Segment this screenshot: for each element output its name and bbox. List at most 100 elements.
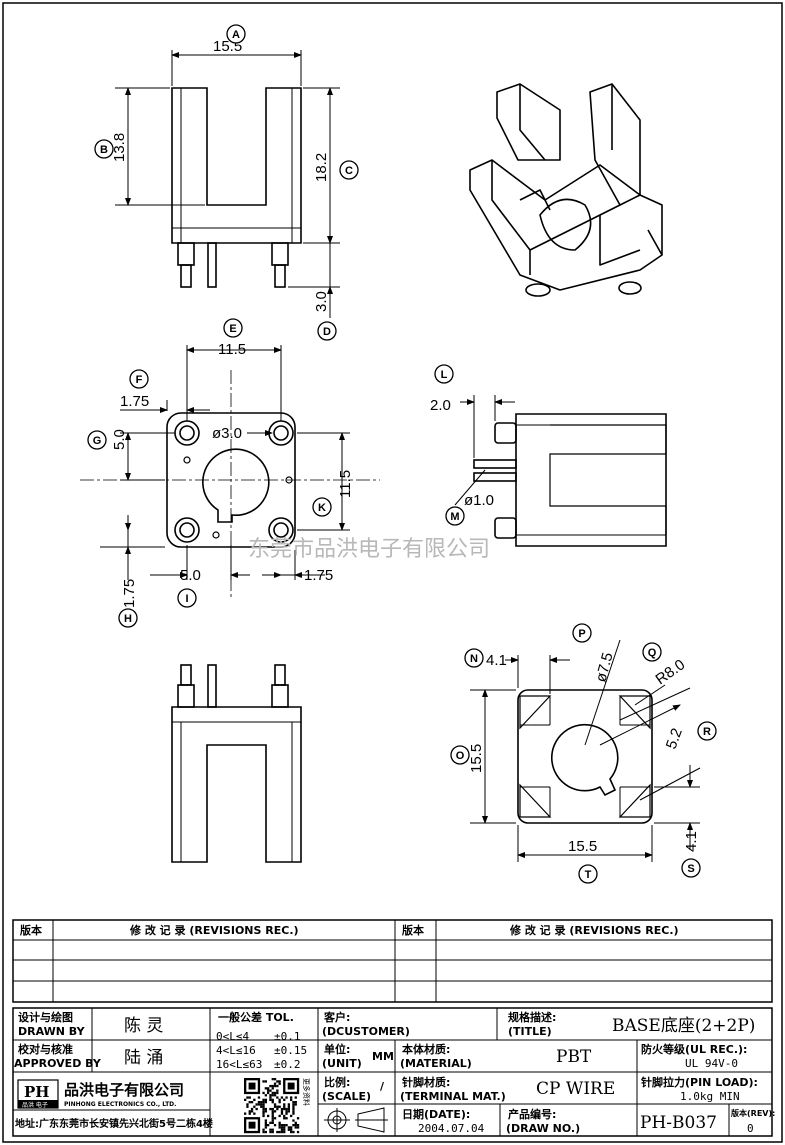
dim-f: 1.75 [120, 393, 149, 410]
view-label-circle-r [697, 721, 717, 741]
rev-col-version-2: 版本 [402, 923, 424, 937]
customer-cn: 客户: [323, 1010, 350, 1024]
dim-o: 15.5 [468, 744, 485, 773]
view-label-t: T [585, 869, 592, 881]
view-label-s: S [687, 863, 694, 875]
view-label-circle-c [339, 160, 359, 180]
dim-i: 5.0 [180, 567, 201, 584]
rev-value: 0 [747, 1122, 754, 1135]
view-label-circle-p [572, 623, 592, 643]
view-label-circle-i [177, 588, 197, 608]
bottom-view-dims [470, 639, 701, 862]
view-label-g: G [93, 435, 102, 447]
dim-e: 11.5 [218, 341, 246, 358]
view-label-q: Q [648, 647, 657, 659]
dim-l: 2.0 [430, 397, 451, 414]
ul-value: UL 94V-0 [685, 1057, 738, 1070]
view-label-b: B [100, 144, 108, 156]
top-view-dims [100, 345, 350, 580]
view-label-f: F [136, 374, 143, 386]
approved-cn: 校对与核准 [18, 1042, 73, 1056]
view-label-circle-m [445, 506, 465, 526]
view-label-k: K [318, 502, 326, 514]
view-label-circle-l [434, 364, 454, 384]
dim-k: 11.5 [337, 470, 354, 498]
isometric-view [469, 83, 663, 297]
qr-caption: 更多资料 [302, 1078, 311, 1106]
approved-en: APPROVED BY [14, 1057, 102, 1070]
side-view-dims [454, 395, 515, 506]
view-label-circle-a [226, 24, 246, 44]
date-cn: 日期(DATE): [402, 1107, 470, 1121]
rev-col-version-1: 版本 [20, 923, 42, 937]
rev-col-record-2: 修 改 记 录 (REVISIONS REC.) [509, 923, 679, 937]
scale-en: (SCALE) [322, 1090, 371, 1103]
view-label-o: O [456, 750, 465, 762]
pinload-value: 1.0kg MIN [680, 1090, 740, 1103]
dim-d: 3.0 [313, 291, 330, 312]
title-en: (TITLE) [508, 1025, 552, 1038]
tol-row-1-value: ±0.1 [274, 1030, 301, 1043]
drawno-en: (DRAW NO.) [506, 1122, 580, 1135]
drawn-by-en: DRAWN BY [18, 1025, 86, 1038]
tol-row-2-range: 4<L≤16 [216, 1044, 256, 1057]
view-label-m: M [450, 511, 459, 523]
view-label-i: I [185, 593, 188, 605]
view-label-circle-t [578, 864, 598, 884]
view-label-e: E [229, 323, 236, 335]
tol-row-1-range: 0<L≤4 [216, 1030, 249, 1043]
view-label-c: C [345, 165, 353, 177]
front-view-dims [115, 50, 340, 318]
scale-cn: 比例: [324, 1075, 350, 1089]
view-label-a: A [232, 29, 240, 41]
scale-value: / [380, 1080, 385, 1093]
dim-t: 15.5 [568, 838, 597, 855]
unit-value: MM [372, 1050, 394, 1063]
dim-n: 4.1 [486, 652, 507, 669]
company-name-en: PINHONG ELECTRONICS CO., LTD. [64, 1101, 176, 1108]
dim-m: ø1.0 [464, 492, 494, 509]
dim-q: R8.0 [653, 656, 689, 688]
tol-row-3-range: 16<L≤63 [216, 1058, 262, 1071]
view-label-circle-h [118, 608, 138, 628]
rev-col-record-1: 修 改 记 录 (REVISIONS REC.) [129, 923, 299, 937]
title-block [12, 1007, 773, 1137]
bottom-view [517, 689, 653, 824]
tol-row-2-value: ±0.15 [274, 1044, 307, 1057]
view-label-h: H [124, 613, 132, 625]
view-label-circle-g [87, 430, 107, 450]
drawn-by-name: 陈 灵 [124, 1016, 163, 1036]
projection-symbol-icon [324, 1107, 388, 1133]
tol-title: 一般公差 TOL. [218, 1010, 294, 1024]
view-label-circle-s [681, 858, 701, 878]
view-label-circle-e [223, 318, 243, 338]
view-label-d: D [323, 326, 331, 338]
logo-text: PH [24, 1083, 49, 1101]
view-label-l: L [441, 369, 448, 381]
pinload-cn: 针脚拉力(PIN LOAD): [641, 1075, 758, 1089]
drawno-cn: 产品编号: [508, 1107, 556, 1121]
view-label-circle-o [450, 745, 470, 765]
view-label-circle-d [317, 321, 337, 341]
dim-s: 4.1 [683, 831, 700, 852]
view-label-circle-k [312, 497, 332, 517]
dim-h: 1.75 [121, 579, 138, 608]
watermark: 东莞市品洪电子有限公司 [248, 537, 490, 562]
material-cn: 本体材质: [402, 1042, 450, 1056]
view-label-n: N [470, 653, 478, 665]
company-name-cn: 品洪电子有限公司 [64, 1081, 184, 1099]
rear-view [171, 664, 302, 863]
rev-cn: 版本(REV): [730, 1108, 775, 1118]
customer-en: (DCUSTOMER) [322, 1025, 410, 1038]
front-view [171, 87, 302, 288]
dim-j: 1.75 [304, 567, 333, 584]
approved-name: 陆 涌 [124, 1048, 163, 1068]
unit-en: (UNIT) [322, 1057, 362, 1070]
drawno-value: PH-B037 [640, 1113, 717, 1133]
material-value: PBT [556, 1047, 592, 1067]
unit-cn: 单位: [324, 1042, 350, 1056]
title-cn: 规格描述: [508, 1010, 556, 1024]
